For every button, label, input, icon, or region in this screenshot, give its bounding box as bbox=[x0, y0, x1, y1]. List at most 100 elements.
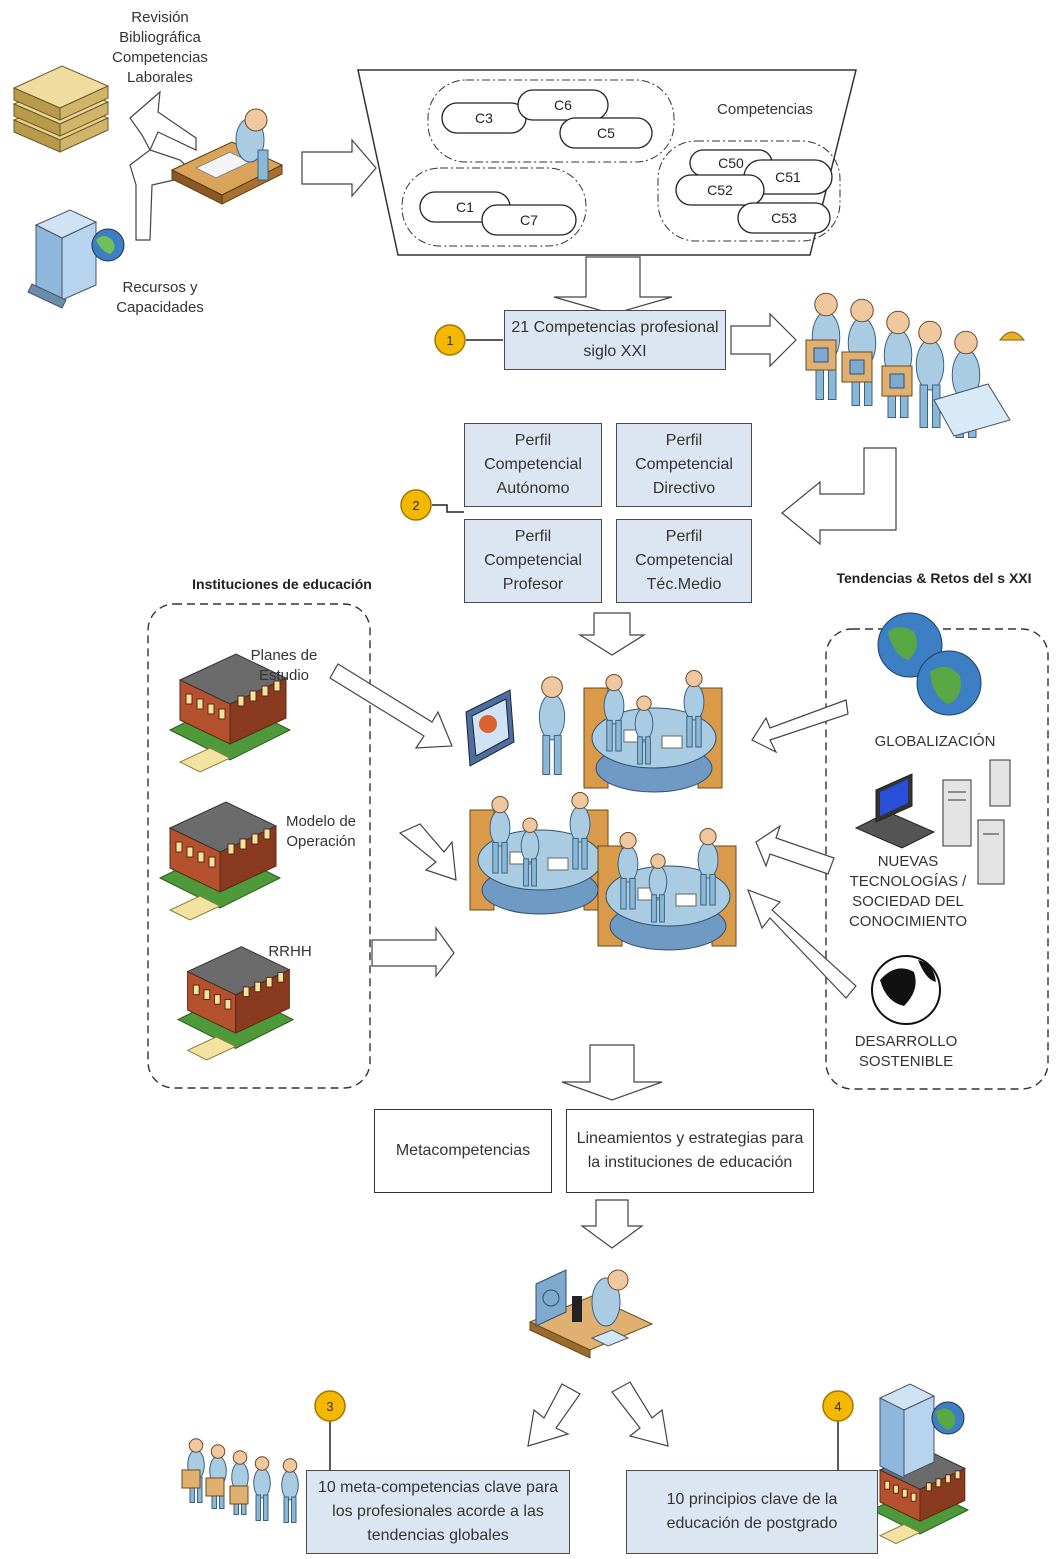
meeting-scene-icon bbox=[465, 670, 737, 951]
arrow-tecnologias bbox=[755, 824, 835, 875]
svg-text:C51: C51 bbox=[775, 169, 801, 185]
person-figure bbox=[489, 796, 511, 874]
cluster-group-right bbox=[657, 140, 841, 242]
arrow-to-outputs bbox=[561, 1044, 663, 1101]
modelo-label: Modelo de Operación bbox=[285, 813, 357, 850]
instituciones-container bbox=[147, 603, 371, 1089]
meta-competencias-box: 10 meta-competencias clave para los prof… bbox=[306, 1470, 570, 1554]
competencias-box: 21 Competencias profesional siglo XXI bbox=[504, 310, 726, 370]
school-building-icon bbox=[168, 653, 292, 773]
desarrollo-label: DESARROLLO SOSTENIBLE bbox=[854, 1033, 958, 1070]
tendencias-title: Tendencias & Retos del s XXI bbox=[836, 570, 1032, 586]
laptop-servers-icon bbox=[854, 759, 1011, 885]
meeting-table-icon bbox=[469, 792, 609, 915]
person-figure bbox=[883, 310, 913, 418]
perfil-tecmedio: Perfil Competencial Téc.Medio bbox=[616, 519, 752, 603]
presenter-icon bbox=[465, 676, 566, 776]
pill-c3: C3 bbox=[441, 102, 527, 134]
person-at-desk-icon bbox=[170, 108, 284, 205]
perfil-profesor: Perfil Competencial Profesor bbox=[464, 519, 602, 603]
school-building-icon bbox=[870, 1448, 970, 1545]
perfil-directivo: Perfil Competencial Directivo bbox=[616, 423, 752, 507]
lineamientos-box: Lineamientos y estrategias para la insti… bbox=[566, 1109, 814, 1193]
step-markers: 1 2 3 4 bbox=[314, 324, 854, 1422]
buildings bbox=[158, 653, 970, 1545]
pill-c51: C51 bbox=[743, 159, 833, 195]
person-figure bbox=[697, 828, 719, 906]
cluster-group-left bbox=[401, 167, 587, 247]
svg-text:C6: C6 bbox=[554, 97, 572, 113]
globalizacion-globes-icon bbox=[877, 612, 982, 716]
earth-bw-icon bbox=[871, 955, 941, 1025]
person-figure bbox=[209, 1444, 227, 1509]
svg-text:1: 1 bbox=[446, 333, 453, 348]
arrow-to-funnel bbox=[301, 138, 377, 198]
arrow-globalizacion bbox=[751, 699, 849, 754]
funnel-title: Competencias bbox=[717, 101, 813, 118]
workers-group-icon bbox=[805, 292, 1026, 438]
school-building-icon bbox=[158, 801, 282, 921]
step-marker-4: 4 bbox=[822, 1390, 854, 1422]
arrow-desarrollo bbox=[746, 888, 857, 999]
arrow-to-workers bbox=[730, 312, 797, 368]
pill-c52: C52 bbox=[675, 174, 765, 206]
principios-box: 10 principios clave de la educación de p… bbox=[626, 1470, 878, 1554]
metacompetencias-box: Metacompetencias bbox=[374, 1109, 552, 1193]
instituciones-title: Instituciones de educación bbox=[192, 576, 372, 592]
pill-c7: C7 bbox=[481, 204, 577, 236]
crate-icon bbox=[881, 365, 913, 397]
step-marker-3: 3 bbox=[314, 1390, 346, 1422]
arrow-planes bbox=[329, 663, 453, 749]
svg-text:C1: C1 bbox=[456, 199, 474, 215]
researcher-microscope-icon bbox=[528, 1269, 654, 1359]
recursos-label: Recursos y Capacidades bbox=[116, 279, 204, 316]
marker-connector-2 bbox=[432, 504, 464, 513]
arrow-funnel-down bbox=[553, 256, 673, 315]
person-figure bbox=[253, 1456, 271, 1521]
meeting-table-icon bbox=[597, 828, 737, 951]
cluster-group-top bbox=[427, 79, 675, 163]
building-server-icon bbox=[878, 1383, 965, 1479]
arrow-modelo bbox=[398, 823, 457, 881]
arrow-to-researcher bbox=[580, 1199, 644, 1249]
pill-c5: C5 bbox=[559, 117, 653, 149]
arrow-to-bottom-right bbox=[611, 1381, 669, 1447]
svg-text:C5: C5 bbox=[597, 125, 615, 141]
person-figure bbox=[569, 792, 591, 870]
person-figure bbox=[603, 674, 625, 752]
workers-group-small-icon bbox=[181, 1438, 299, 1523]
svg-text:C50: C50 bbox=[718, 155, 744, 171]
person-figure bbox=[281, 1458, 299, 1523]
svg-text:C53: C53 bbox=[771, 210, 797, 226]
person-figure bbox=[231, 1450, 249, 1515]
server-globe-icon bbox=[27, 209, 125, 309]
svg-text:4: 4 bbox=[834, 1399, 841, 1414]
books-icon bbox=[12, 65, 110, 153]
svg-text:C7: C7 bbox=[520, 212, 538, 228]
tecnologias-label: NUEVAS TECNOLOGÍAS / SOCIEDAD DEL CONOCI… bbox=[848, 853, 968, 930]
svg-text:C3: C3 bbox=[475, 110, 493, 126]
planes-label: Planes de Estudio bbox=[250, 647, 318, 684]
person-figure bbox=[811, 292, 841, 400]
person-figure bbox=[538, 676, 566, 776]
arrow-rrhh bbox=[371, 926, 455, 978]
meeting-table-icon bbox=[583, 670, 723, 793]
step-marker-2: 2 bbox=[400, 489, 432, 521]
svg-text:C52: C52 bbox=[707, 182, 733, 198]
person-figure bbox=[915, 320, 945, 428]
rrhh-label: RRHH bbox=[268, 943, 312, 960]
person-figure bbox=[648, 853, 668, 923]
crate-icon bbox=[181, 1469, 201, 1489]
pill-c53: C53 bbox=[737, 202, 831, 234]
arrow-to-bottom-left bbox=[527, 1383, 581, 1447]
pill-c6: C6 bbox=[517, 89, 609, 121]
step-marker-1: 1 bbox=[434, 324, 466, 356]
svg-text:3: 3 bbox=[326, 1399, 333, 1414]
person-figure bbox=[634, 695, 654, 765]
school-building-icon bbox=[176, 946, 295, 1061]
arrow-profiles-down bbox=[577, 612, 647, 656]
person-figure bbox=[520, 817, 540, 887]
hardhat-icon bbox=[998, 331, 1026, 341]
